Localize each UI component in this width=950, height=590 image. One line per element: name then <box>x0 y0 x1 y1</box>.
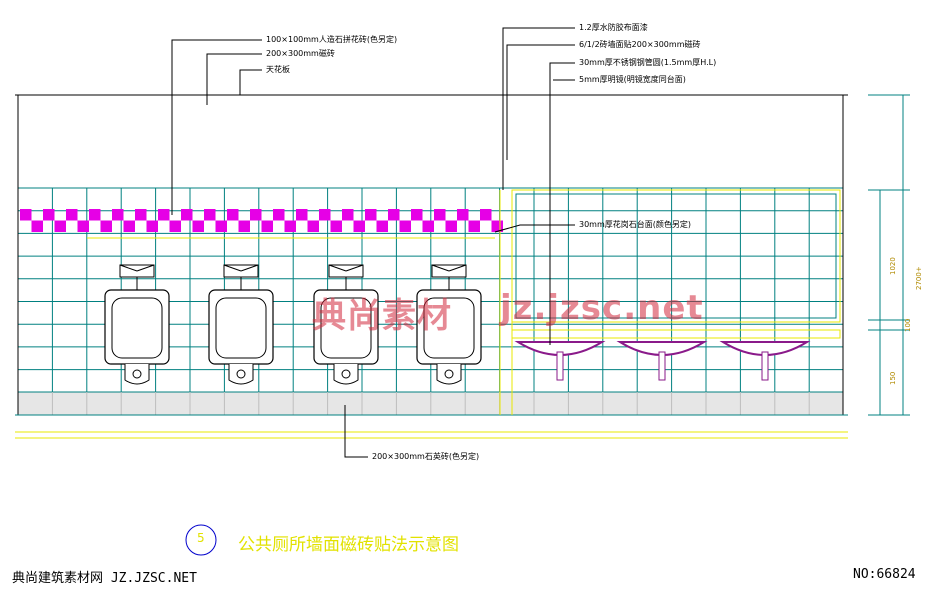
accent-tile <box>480 209 492 221</box>
urinal-bowl <box>111 297 163 359</box>
dimension-lines <box>868 94 910 416</box>
label-counter: 30mm厚花岗石台面(颜色另定) <box>579 220 692 229</box>
accent-tile <box>411 209 423 221</box>
label-wall-tile: 200×300mm磁砖 <box>266 49 335 58</box>
basin-bowl <box>616 341 708 356</box>
accent-tile <box>135 209 147 221</box>
leader-lines <box>171 27 575 458</box>
urinal-bowl <box>320 297 372 359</box>
label-brick-wall: 6/1/2砖墙面贴200×300mm磁砖 <box>579 40 701 49</box>
urinal-bowl <box>215 297 267 359</box>
basin-drain-pipe <box>556 351 564 381</box>
urinal <box>313 264 379 385</box>
urinal-trap <box>228 364 254 385</box>
accent-tile <box>215 220 227 232</box>
accent-tile <box>353 220 365 232</box>
accent-tile <box>192 220 204 232</box>
accent-tile <box>376 220 388 232</box>
label-waterproof: 1.2厚水防胶布面漆 <box>579 23 648 32</box>
dim-total-height: 2700+ <box>915 266 923 290</box>
accent-tile <box>468 220 480 232</box>
accent-tile <box>123 220 135 232</box>
accent-tile <box>169 220 181 232</box>
accent-tile <box>342 209 354 221</box>
accent-tile <box>100 220 112 232</box>
fixtures <box>104 264 811 385</box>
urinal-trap <box>124 364 150 385</box>
urinal <box>104 264 170 385</box>
urinal-trap <box>333 364 359 385</box>
wash-basin <box>719 341 811 381</box>
accent-tile <box>307 220 319 232</box>
accent-tile <box>261 220 273 232</box>
label-steel-tube: 30mm厚不锈钢钢管圆(1.5mm厚H.L) <box>579 58 717 67</box>
urinal <box>208 264 274 385</box>
urinal <box>416 264 482 385</box>
dim-counter-height: 100 <box>904 318 912 332</box>
accent-tile <box>273 209 285 221</box>
watermark-url: jz.jzsc.net <box>500 288 704 328</box>
accent-tile <box>158 209 170 221</box>
urinal-trap <box>436 364 462 385</box>
accent-tile <box>89 209 101 221</box>
basin-drain-pipe <box>658 351 666 381</box>
accent-tile-band <box>20 209 503 232</box>
title-circle <box>185 524 217 556</box>
accent-tile <box>284 220 296 232</box>
accent-tile <box>43 209 55 221</box>
watermark-cn: 典尚素材 <box>312 296 452 336</box>
wash-basin <box>514 341 606 381</box>
accent-tile <box>491 220 503 232</box>
dim-base-height: 150 <box>889 371 897 385</box>
accent-tile <box>365 209 377 221</box>
wall-outline <box>15 94 848 439</box>
urinal-bowl <box>423 297 475 359</box>
label-accent-tile: 100×100mm人造石拼花砖(色另定) <box>266 35 398 44</box>
basin-bowl <box>514 341 606 356</box>
accent-tile <box>250 209 262 221</box>
accent-tile <box>112 209 124 221</box>
accent-tile <box>20 209 32 221</box>
accent-tile <box>77 220 89 232</box>
label-floor-tile: 200×300mm石英砖(色另定) <box>372 452 480 461</box>
basin-drain-pipe <box>761 351 769 381</box>
accent-tile <box>238 220 250 232</box>
footer-id: NO:66824 <box>853 567 916 582</box>
accent-tile <box>227 209 239 221</box>
accent-tile <box>296 209 308 221</box>
label-mirror: 5mm厚明镜(明镜宽度同台面) <box>579 75 686 84</box>
accent-tile <box>330 220 342 232</box>
label-ceiling: 天花板 <box>266 65 290 74</box>
dim-mirror-height: 1020 <box>889 257 897 275</box>
accent-tile <box>388 209 400 221</box>
footer-site: 典尚建筑素材网 JZ.JZSC.NET <box>12 571 197 586</box>
accent-tile <box>54 220 66 232</box>
accent-tile <box>399 220 411 232</box>
wash-basin <box>616 341 708 381</box>
accent-tile <box>422 220 434 232</box>
accent-tile <box>66 209 78 221</box>
drawing-title: 公共厕所墙面磁砖贴法示意图 <box>238 535 459 555</box>
accent-tile <box>146 220 158 232</box>
accent-tile <box>434 209 446 221</box>
basin-bowl <box>719 341 811 356</box>
accent-tile <box>204 209 216 221</box>
title-number: 5 <box>197 531 205 545</box>
accent-tile <box>319 209 331 221</box>
accent-tile <box>31 220 43 232</box>
accent-tile <box>445 220 457 232</box>
accent-tile <box>181 209 193 221</box>
accent-tile <box>457 209 469 221</box>
floor-tile-strip <box>17 391 844 416</box>
